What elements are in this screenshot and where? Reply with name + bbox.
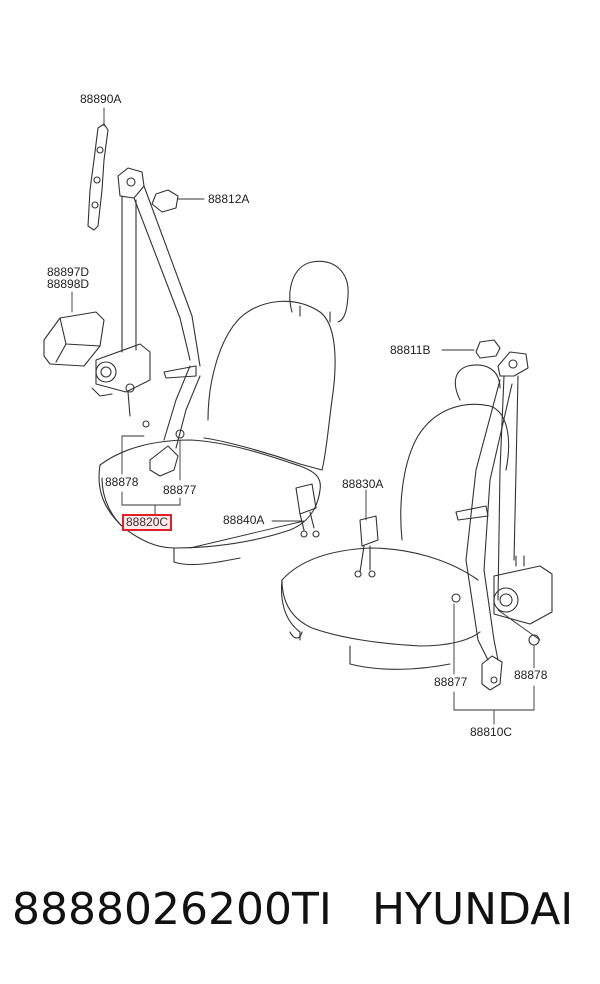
label-88840A[interactable]: 88840A xyxy=(223,513,265,527)
right-seat-outline xyxy=(280,364,510,670)
label-88898D[interactable]: 88898D xyxy=(47,277,90,291)
left-seat-outline xyxy=(98,260,349,566)
label-88897D[interactable]: 88897D xyxy=(47,265,90,279)
label-88810C[interactable]: 88810C xyxy=(470,725,513,739)
left-belt-assembly xyxy=(43,123,201,477)
label-88877-left[interactable]: 88877 xyxy=(163,483,197,497)
label-88890A[interactable]: 88890A xyxy=(80,92,122,106)
label-88877-right[interactable]: 88877 xyxy=(434,675,468,689)
leader-lines xyxy=(71,107,541,725)
right-belt-assembly xyxy=(451,339,553,691)
label-88878-right[interactable]: 88878 xyxy=(514,668,548,682)
footer-part-number: 8888026200TI xyxy=(12,884,332,935)
label-88820C-highlighted[interactable]: 88820C xyxy=(121,514,173,531)
label-88830A[interactable]: 88830A xyxy=(342,477,384,491)
label-88811B[interactable]: 88811B xyxy=(390,343,431,357)
footer-brand: HYUNDAI xyxy=(372,884,574,935)
center-buckles xyxy=(295,483,379,578)
label-88812A[interactable]: 88812A xyxy=(208,192,250,206)
label-88878-left[interactable]: 88878 xyxy=(105,475,139,489)
